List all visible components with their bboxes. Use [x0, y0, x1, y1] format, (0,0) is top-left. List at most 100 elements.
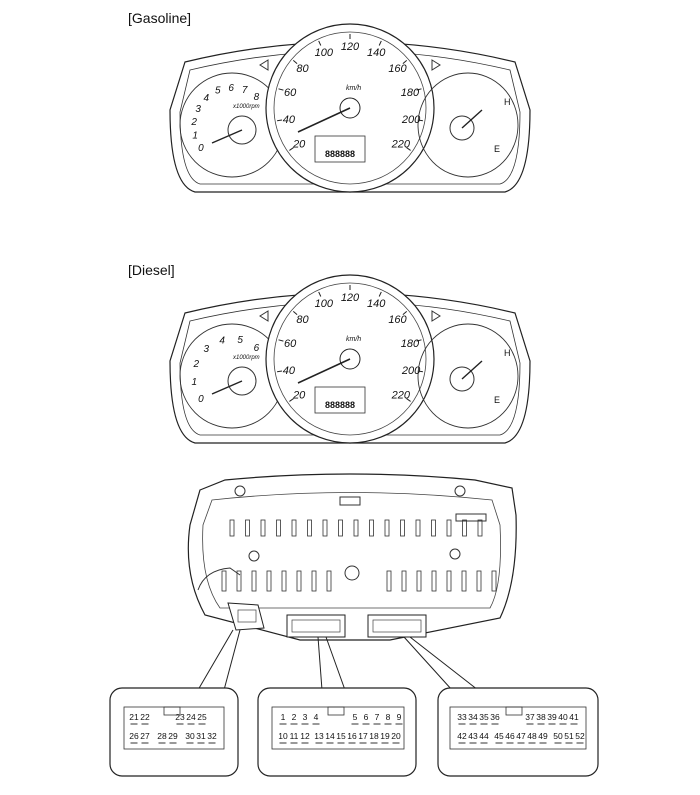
- connector-pin-label: 12: [300, 731, 310, 741]
- diesel-temp-hot-label: H: [504, 348, 511, 358]
- vent-slot: [386, 570, 392, 592]
- connector-pin-label: 43: [468, 731, 478, 741]
- connector-pin-label: 45: [494, 731, 504, 741]
- right-connector-socket: [367, 614, 427, 638]
- speedometer-tick-mark: [402, 311, 408, 315]
- speedometer-tick-mark: [318, 291, 322, 297]
- connector-pin-label: 31: [196, 731, 206, 741]
- tachometer-tick-label: 0: [198, 394, 204, 405]
- connector-pin-label: 23: [175, 712, 185, 722]
- connector-pin-label: 25: [197, 712, 207, 722]
- connector-pin-label: 11: [290, 731, 299, 741]
- speedometer-tick-mark: [416, 88, 422, 91]
- vent-slot: [401, 570, 407, 592]
- connector-pin-label: 48: [527, 731, 537, 741]
- connector-pin-label: 15: [336, 731, 346, 741]
- vent-slot: [221, 570, 227, 592]
- connector-pin-label: 6: [364, 712, 369, 722]
- connector-pin-label: 10: [278, 731, 288, 741]
- connector-pin-label: 42: [457, 731, 467, 741]
- connector-pin-label: 3: [303, 712, 308, 722]
- speedometer-tick-label: 140: [367, 298, 386, 310]
- vent-slot: [353, 519, 359, 537]
- tachometer-tick-label: 8: [254, 92, 260, 103]
- speedometer-tick-mark: [278, 339, 284, 342]
- speedometer-tick-label: 80: [296, 63, 309, 75]
- connector-pin-label: 9: [397, 712, 402, 722]
- right-turn-signal-icon: [431, 59, 441, 71]
- tachometer-tick-label: 6: [228, 83, 234, 94]
- vent-slot: [416, 570, 422, 592]
- speedometer-tick-mark: [318, 40, 322, 46]
- vent-slot: [281, 570, 287, 592]
- connector-pin-label: 40: [558, 712, 568, 722]
- connector-pin-label: 2: [292, 712, 297, 722]
- diesel-right-turn-signal-icon: [431, 310, 441, 322]
- vent-slot: [236, 570, 242, 592]
- connector-pin-label: 38: [536, 712, 546, 722]
- connector-pin-label: 49: [538, 731, 548, 741]
- tachometer-tick-label: 5: [215, 86, 221, 97]
- middle-connector-socket: [286, 614, 346, 638]
- connector-pin-label: 30: [185, 731, 195, 741]
- speedometer-tick-label: 180: [401, 87, 420, 99]
- vent-slot: [311, 570, 317, 592]
- connector-pin-label: 13: [314, 731, 324, 741]
- fuel-empty-label: E: [494, 144, 500, 154]
- left-connector-socket: [227, 602, 265, 631]
- connector-pin-label: 26: [129, 731, 139, 741]
- vent-slot: [251, 570, 257, 592]
- vent-slot: [415, 519, 421, 537]
- tachometer-tick-label: 4: [204, 93, 210, 104]
- vent-slot: [229, 519, 235, 537]
- speedometer-tick-label: 140: [367, 47, 386, 59]
- connector-pin-label: 37: [525, 712, 535, 722]
- vent-slot: [446, 519, 452, 537]
- vent-slot: [291, 519, 297, 537]
- tachometer-tick-label: 2: [190, 117, 197, 128]
- connector-pin-label: 14: [325, 731, 335, 741]
- speedometer-tick-label: 180: [401, 338, 420, 350]
- speedometer-tick-label: 60: [284, 87, 297, 99]
- speedometer-tick-mark: [378, 40, 382, 46]
- vent-slot: [260, 519, 266, 537]
- speedometer-tick-mark: [417, 370, 423, 373]
- speedometer-tick-label: 220: [391, 139, 411, 151]
- speedometer-tick-label: 40: [283, 114, 296, 126]
- connector-pin-label: 35: [479, 712, 489, 722]
- diesel-fuel-empty-label: E: [494, 395, 500, 405]
- connector-pin-label: 33: [457, 712, 467, 722]
- tachometer-tick-label: 1: [192, 377, 198, 388]
- vent-slot: [296, 570, 302, 592]
- vent-slot: [400, 519, 405, 537]
- connector-pin-label: 34: [468, 712, 478, 722]
- speedometer-tick-label: 40: [283, 365, 296, 377]
- vent-slot: [491, 570, 497, 592]
- connector-pin-label: 52: [575, 731, 585, 741]
- leader-lines: [197, 629, 479, 691]
- tachometer-tick-label: 1: [192, 130, 198, 141]
- connector-pin-label: 44: [479, 731, 489, 741]
- vent-slot: [326, 570, 332, 592]
- speedometer-tick-mark: [416, 339, 422, 342]
- speedometer-tick-mark: [289, 398, 294, 402]
- tachometer-tick-label: 0: [198, 143, 204, 154]
- connector-pin-label: 47: [516, 731, 526, 741]
- diesel-left-turn-signal-icon: [259, 310, 269, 322]
- tachometer-tick-label: 4: [219, 335, 225, 346]
- connector-pin-label: 24: [186, 712, 196, 722]
- connector-pin-label: 17: [358, 731, 368, 741]
- speedometer-tick-mark: [406, 147, 411, 151]
- speedometer-tick-label: 220: [391, 390, 411, 402]
- diesel-lcd-display: [314, 386, 366, 414]
- connector-pin-label: 5: [353, 712, 358, 722]
- speedometer-tick-label: 20: [292, 139, 306, 151]
- speedometer-unit: km/h: [346, 85, 361, 92]
- connector-pin-label: 22: [140, 712, 150, 722]
- speedometer-tick-label: 120: [341, 292, 360, 304]
- vent-slot: [338, 519, 343, 537]
- connector-pin-label: 19: [380, 731, 390, 741]
